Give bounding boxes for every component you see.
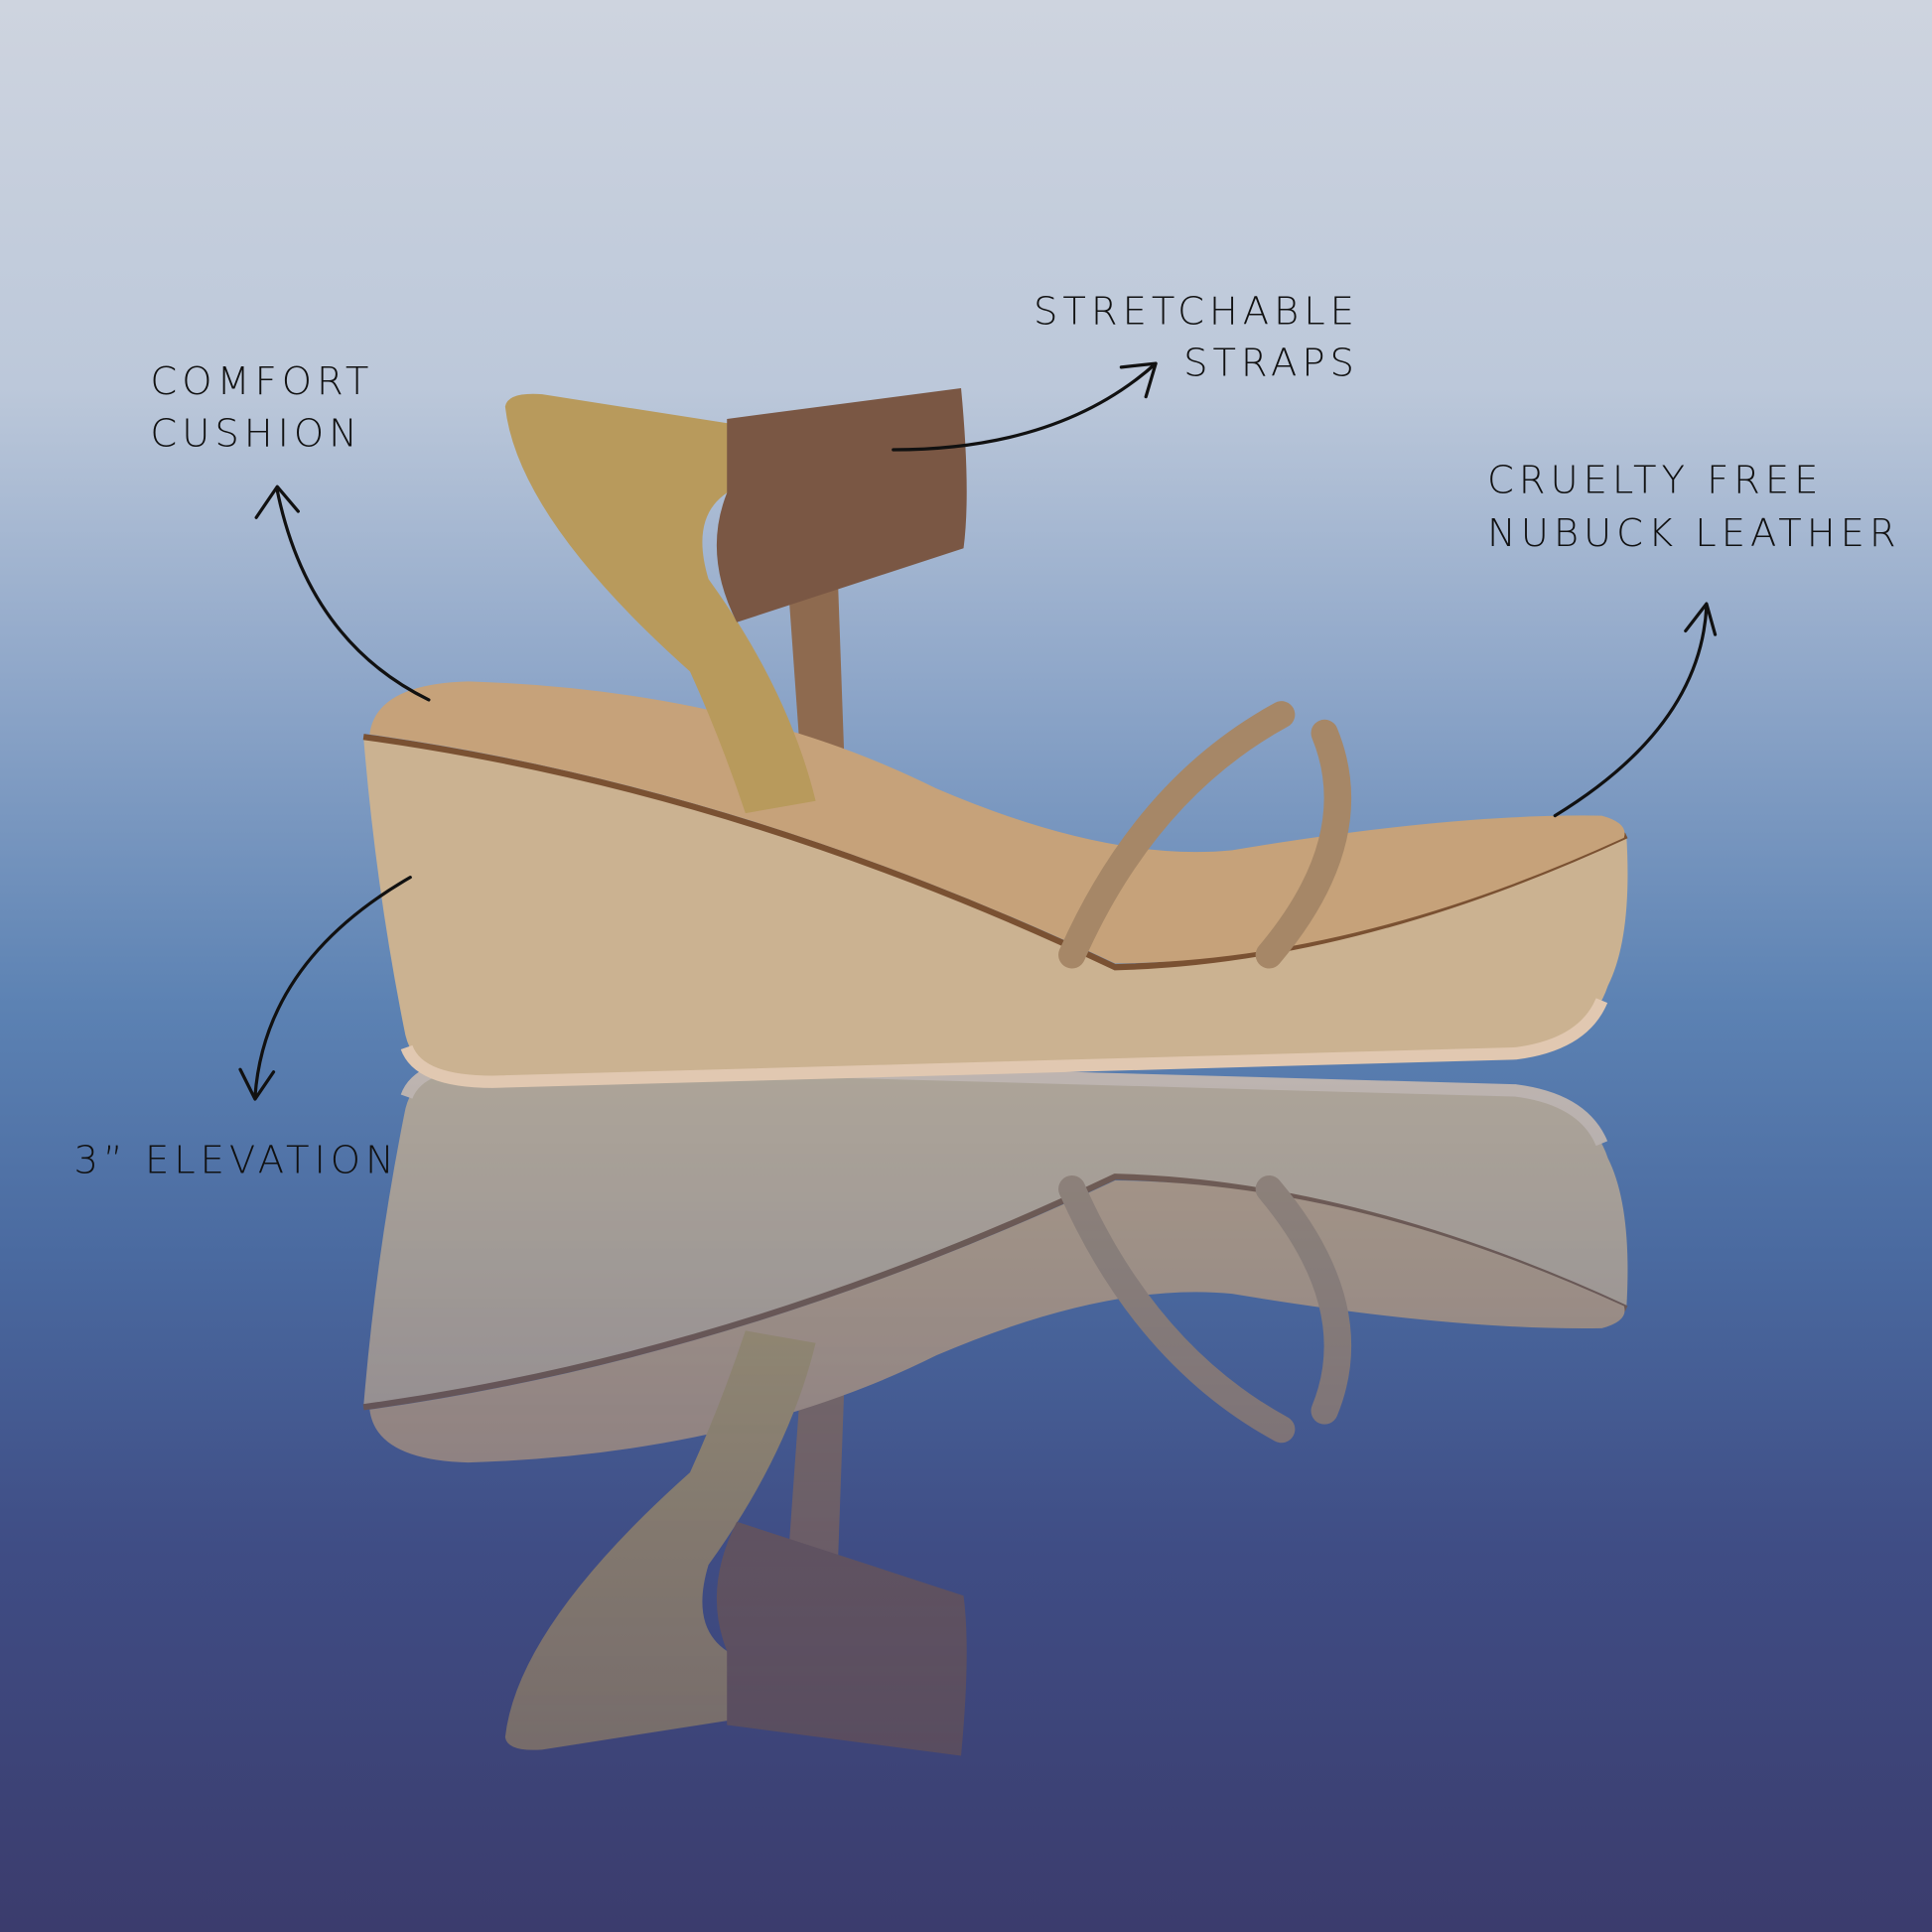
straps-label-line1: STRETCHABLE [1034, 289, 1359, 334]
annotation-comfort-cushion: COMFORT CUSHION [150, 359, 431, 702]
arrow-icon [238, 876, 412, 1101]
arrow-icon [892, 361, 1158, 452]
annotation-nubuck-leather: CRUELTY FREE NUBUCK LEATHER [1487, 458, 1901, 818]
sandal-reflection [363, 1062, 1627, 1756]
arrow-icon [254, 484, 431, 702]
arrow-icon [1553, 602, 1718, 818]
elevation-label: 3” ELEVATION [73, 1139, 398, 1183]
sandal-photo [363, 388, 1627, 1082]
straps-label-line2: STRAPS [1183, 342, 1359, 386]
comfort-label-line1: COMFORT [150, 359, 373, 404]
annotation-elevation: 3” ELEVATION [73, 876, 412, 1183]
leather-label-line2: NUBUCK LEATHER [1487, 511, 1901, 556]
annotation-stretchable-straps: STRETCHABLE STRAPS [892, 289, 1359, 452]
leather-label-line1: CRUELTY FREE [1487, 458, 1823, 502]
comfort-label-line2: CUSHION [150, 411, 362, 456]
